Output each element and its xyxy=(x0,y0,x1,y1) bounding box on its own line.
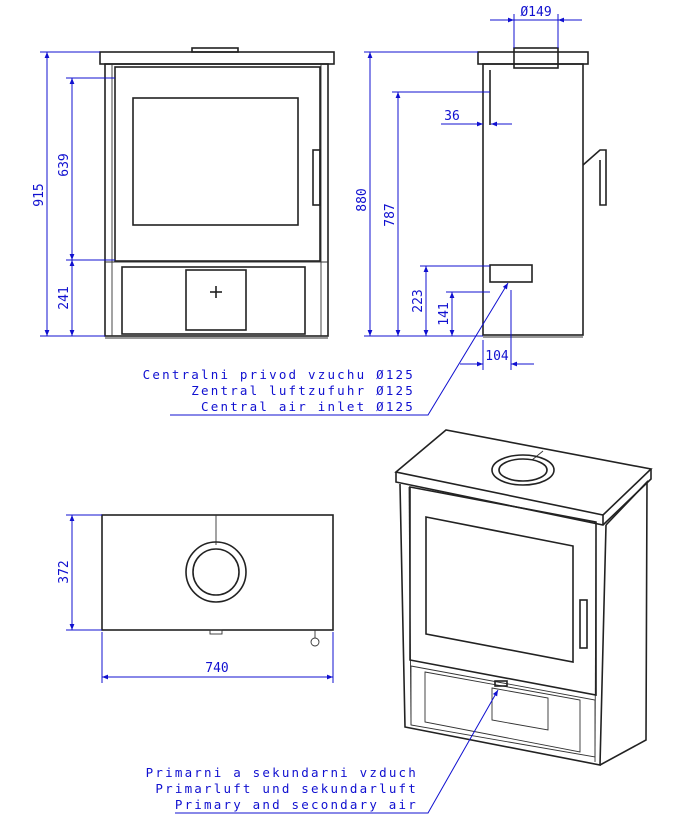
top-dimensions: 372 740 xyxy=(57,514,334,683)
dim-740: 740 xyxy=(205,661,228,676)
dim-149: Ø149 xyxy=(520,5,551,20)
dim-915: 915 xyxy=(32,183,47,206)
side-view xyxy=(477,47,607,338)
front-view xyxy=(99,47,335,339)
air-note-en: Primary and secondary air xyxy=(175,797,418,812)
perspective-view xyxy=(394,429,653,766)
dim-36: 36 xyxy=(444,109,460,124)
air-inlet-note-en: Central air inlet Ø125 xyxy=(201,399,415,414)
air-note-de: Primarluft und sekundarluft xyxy=(155,781,418,796)
air-leader: Primarni a sekundarni vzduch Primarluft … xyxy=(146,689,499,814)
air-note-cz: Primarni a sekundarni vzduch xyxy=(146,765,418,780)
ash-box xyxy=(185,269,247,331)
dim-104: 104 xyxy=(485,349,509,364)
dim-141: 141 xyxy=(437,302,452,325)
air-inlet-leader: Centralni privod vzuchu Ø125 Zentral luf… xyxy=(143,282,509,416)
dim-880: 880 xyxy=(355,188,370,211)
top-view xyxy=(101,514,334,647)
dim-639: 639 xyxy=(57,153,72,176)
side-dimensions: Ø149 880 787 223 141 36 104 xyxy=(355,5,582,370)
air-inlet-note-cz: Centralni privod vzuchu Ø125 xyxy=(143,367,415,382)
front-dimensions: 915 639 241 xyxy=(32,51,115,337)
dim-241: 241 xyxy=(57,286,72,309)
air-inlet xyxy=(489,264,533,283)
door-handle xyxy=(312,149,321,206)
dim-223: 223 xyxy=(411,289,426,312)
dim-372: 372 xyxy=(57,560,72,583)
dim-787: 787 xyxy=(383,203,398,226)
flue-collar xyxy=(513,47,559,69)
air-inlet-note-de: Zentral luftzufuhr Ø125 xyxy=(191,383,415,398)
